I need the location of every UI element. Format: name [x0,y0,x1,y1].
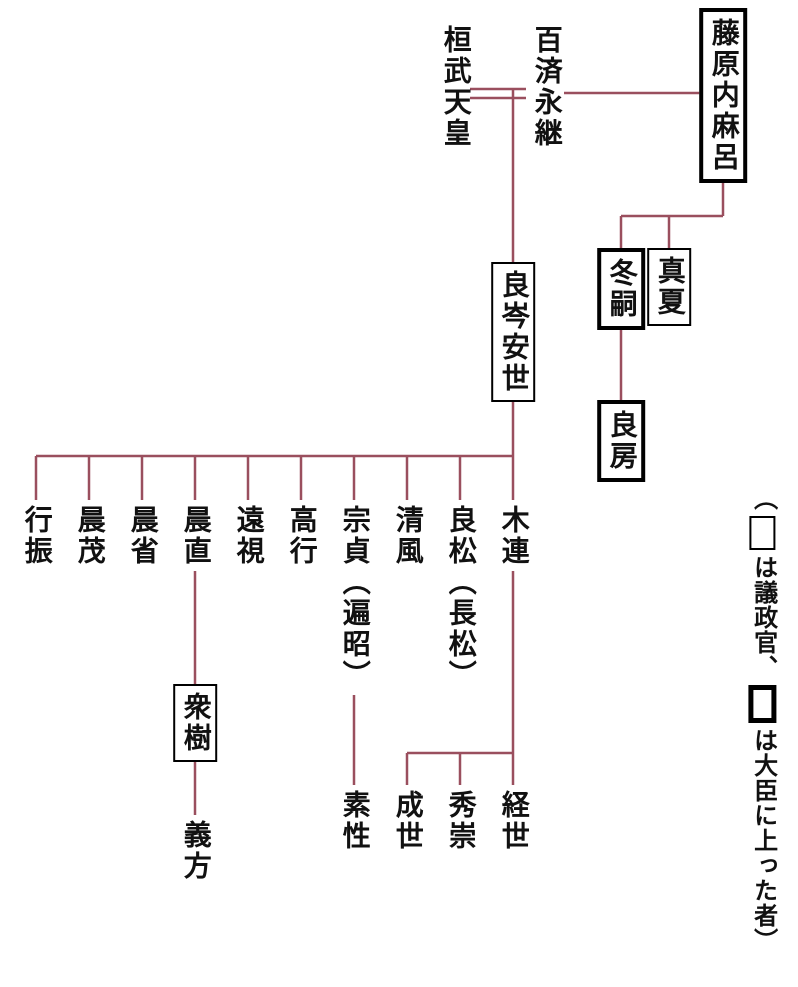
node-sosei: 素性 [338,790,370,852]
node-yoshimine-yasuyo: 良岑安世 [491,262,535,402]
node-takayuki: 高行 [285,505,317,567]
node-tsuneyo: 経世 [497,790,529,852]
node-emperor-kanmu: 桓武天皇 [439,25,471,149]
bold-box-symbol [748,685,777,723]
node-nariyo: 成世 [391,790,423,852]
node-asanao: 晨直 [179,505,211,567]
node-tomi: 遠視 [232,505,264,567]
node-yoshikata: 義方 [179,820,211,882]
thin-box-symbol [749,516,776,550]
legend: （ は議政官、は大臣に上った者） [746,486,777,953]
node-asashige: 晨茂 [73,505,105,567]
node-kudara-no-eikei: 百済永継 [530,25,562,149]
node-asami: 晨省 [126,505,158,567]
node-yoshifusa: 良房 [597,400,645,482]
node-hidetaka: 秀崇 [444,790,476,852]
legend-thin-box-meaning: は議政官、 [749,555,776,680]
node-morotsugi: 衆樹 [173,684,217,762]
legend-open-paren: （ [749,486,776,511]
node-kiyokaze: 清風 [391,505,423,567]
node-manatsu: 真夏 [647,248,691,326]
legend-bold-box-meaning: は大臣に上った者） [749,728,776,953]
node-munesada-henjo: 宗貞（遍昭） [338,505,370,691]
node-yoshimatsu: 良松（長松） [444,505,476,691]
node-yukifuru: 行振 [20,505,52,567]
node-fujiwara-uchimaro: 藤原内麻呂 [699,8,747,183]
node-kitsura: 木連 [497,505,529,567]
node-fuyutsugu: 冬嗣 [597,248,645,330]
